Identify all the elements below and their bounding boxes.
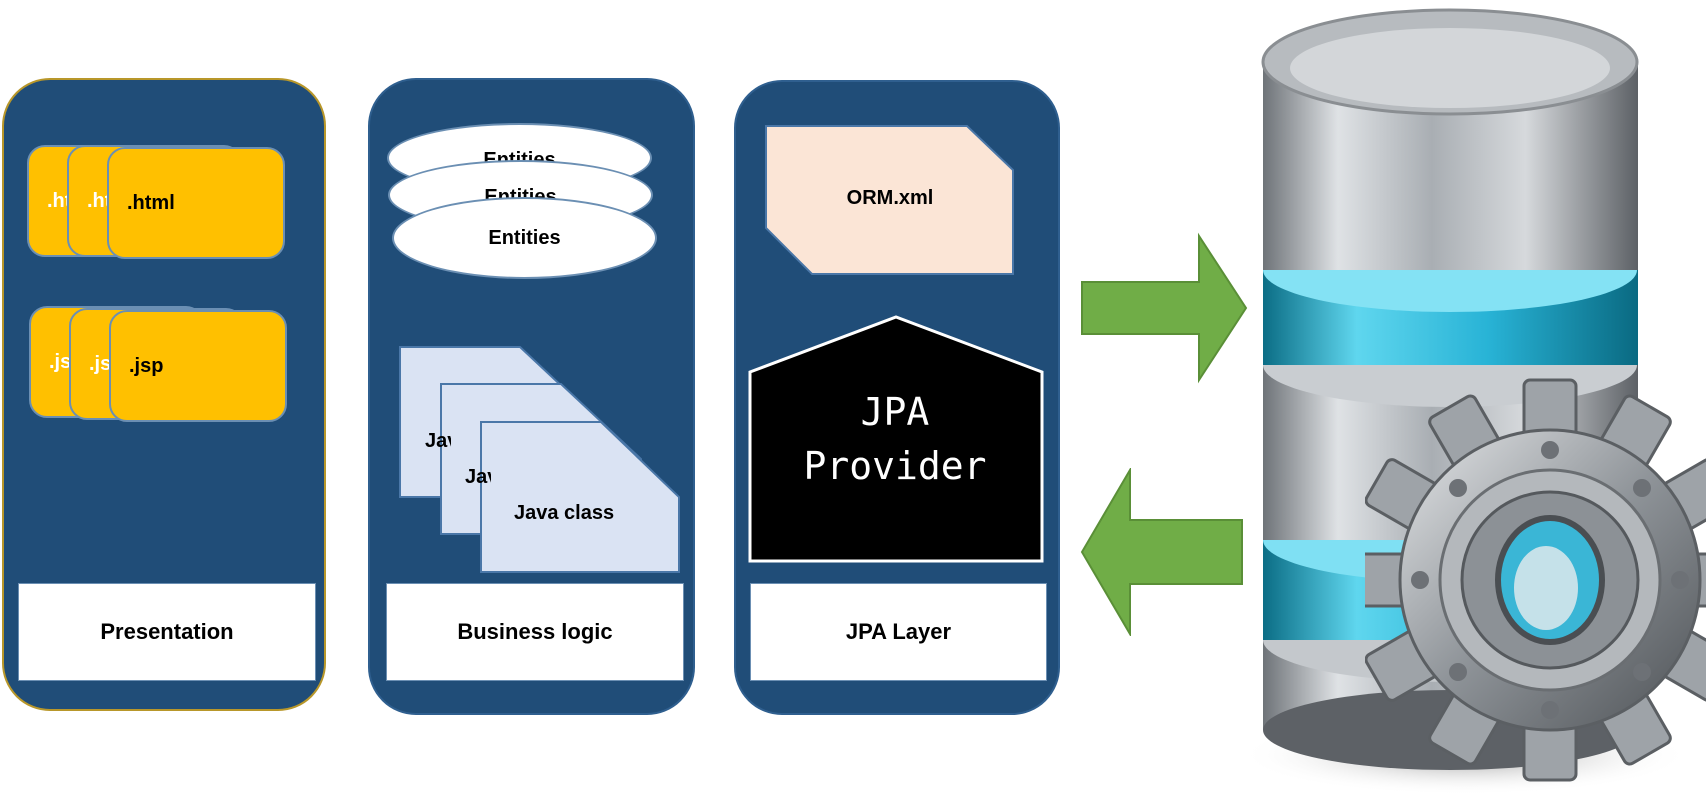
java-class-label-back: Java class [425, 430, 451, 452]
orm-xml-label: ORM.xml [846, 187, 934, 209]
arrow-from-database [1080, 468, 1243, 636]
jpa-provider-label: JPA Provider [750, 385, 1040, 493]
business-logic-label: Business logic [386, 583, 684, 681]
entity-ellipse-front: Entities [392, 197, 657, 279]
jpa-provider-shape [748, 315, 1044, 563]
jpa-provider-line1: JPA [860, 390, 930, 434]
jpa-layer-label: JPA Layer [750, 583, 1047, 681]
orm-xml-document [765, 125, 1014, 275]
java-class-label-front: Java class [514, 502, 615, 524]
java-class-front [480, 421, 680, 573]
java-class-stack [399, 346, 680, 573]
arrow-to-database [1081, 232, 1248, 384]
java-class-label-middle: Java class [465, 466, 491, 488]
jsp-file-front: .jsp [109, 310, 287, 422]
html-file-front: .html [107, 147, 285, 259]
jpa-provider-line2: Provider [803, 444, 987, 488]
presentation-label: Presentation [18, 583, 316, 681]
gear-icon [1365, 378, 1706, 782]
